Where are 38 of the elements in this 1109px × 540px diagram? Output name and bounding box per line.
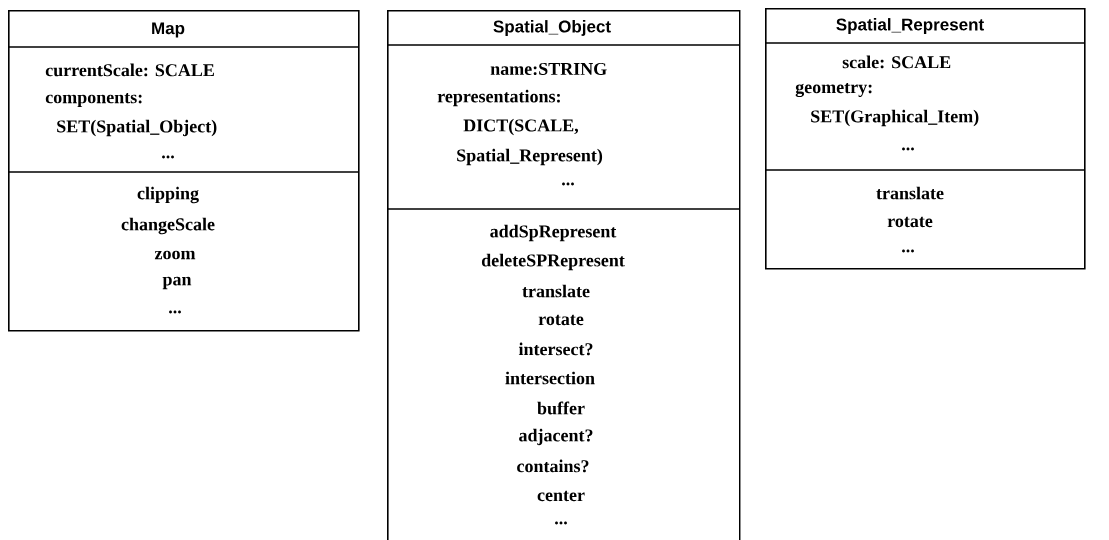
attribute: Spatial_Represent) <box>457 148 603 166</box>
attribute: components: <box>45 93 142 107</box>
operation: rotate <box>887 216 933 228</box>
operation: center <box>537 490 585 502</box>
operation: pan <box>162 276 192 290</box>
attribute: ... <box>562 182 574 186</box>
attribute: name:STRING <box>490 62 607 76</box>
class-name: Map <box>152 22 185 38</box>
operation: ... <box>902 249 914 253</box>
operation: intersect? <box>518 342 593 356</box>
operation: translate <box>876 186 944 200</box>
operation: buffer <box>537 401 585 415</box>
operation: ... <box>555 521 567 525</box>
operation: intersection <box>505 371 595 385</box>
operation: contains? <box>517 459 589 473</box>
operation: ... <box>169 310 181 314</box>
operation: zoom <box>154 250 196 260</box>
attribute: SET(Spatial_Object) <box>57 119 217 137</box>
attribute: ... <box>162 155 174 159</box>
operation: rotate <box>538 314 584 326</box>
attribute: SET(Graphical_Item) <box>811 109 979 127</box>
class-box <box>386 10 741 540</box>
attribute: geometry: <box>795 82 872 98</box>
attribute: DICT(SCALE, <box>463 118 578 136</box>
operation: adjacent? <box>519 428 593 446</box>
attribute: currentScale: SCALE <box>45 63 214 77</box>
operation: translate <box>522 284 590 298</box>
class-box <box>7 10 360 332</box>
attribute: representations: <box>437 89 560 107</box>
operation: addSpRepresent <box>490 224 617 242</box>
operation: deleteSPRepresent <box>481 253 625 271</box>
attribute: ... <box>902 147 914 151</box>
class-box <box>764 8 1086 270</box>
class-name: Spatial_Represent <box>836 18 984 34</box>
operation: clipping <box>137 186 199 204</box>
attribute: scale: SCALE <box>842 55 951 69</box>
class-name: Spatial_Object <box>493 20 611 36</box>
operation: changeScale <box>121 217 215 235</box>
